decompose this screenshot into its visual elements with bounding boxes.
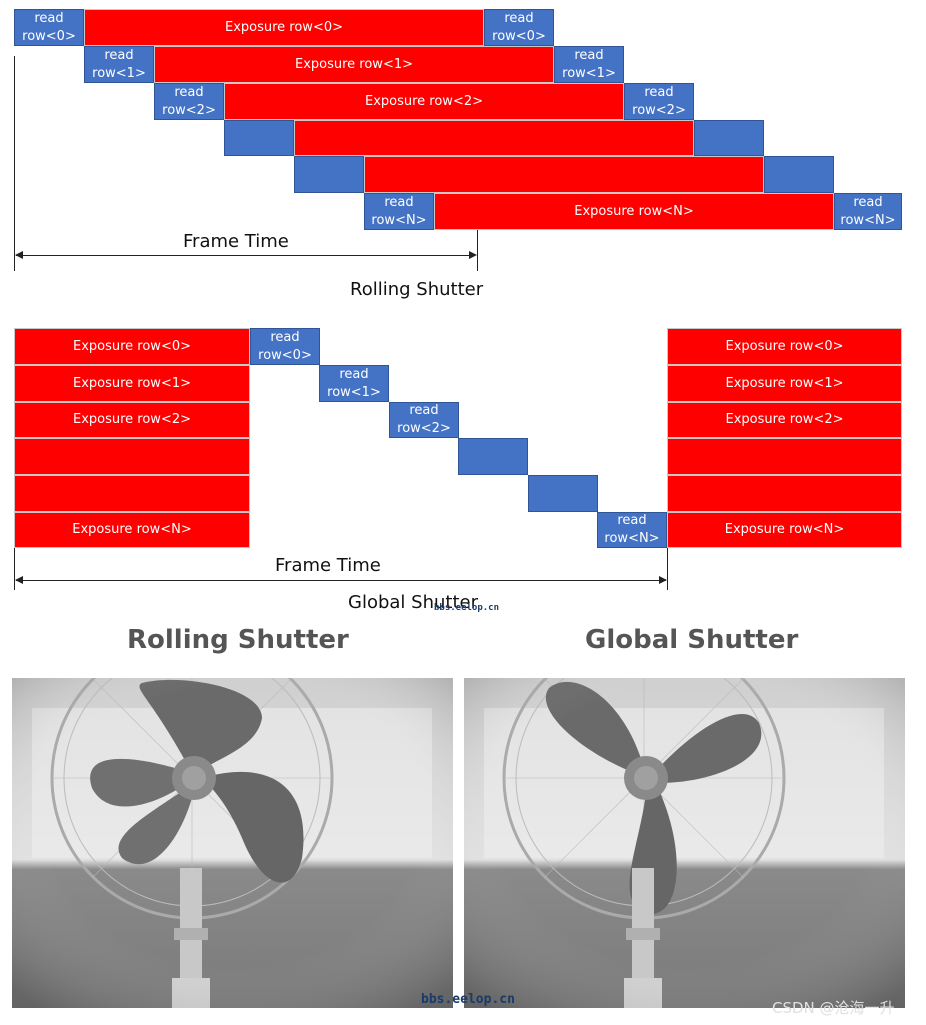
global-exposure-right-3 xyxy=(667,438,902,475)
rolling-frame-end-tick xyxy=(477,230,478,271)
rolling-exposure-label: Exposure row<2> xyxy=(365,93,483,111)
rolling-read-label: read row<0> xyxy=(492,10,546,46)
global-exposure-right-4 xyxy=(667,475,902,512)
rolling-read-block-1-end: read row<1> xyxy=(554,46,624,83)
rolling-exposure-block-n: Exposure row<N> xyxy=(434,193,834,230)
rolling-read-label: read row<1> xyxy=(562,47,616,83)
global-exposure-left-1: Exposure row<1> xyxy=(14,365,250,402)
global-exposure-label: Exposure row<1> xyxy=(73,375,191,393)
rolling-read-block-n-end: read row<N> xyxy=(834,193,902,230)
rolling-exposure-label: Exposure row<0> xyxy=(225,19,343,37)
rolling-exposure-label: Exposure row<1> xyxy=(295,56,413,74)
rolling-exposure-block-4 xyxy=(364,156,764,193)
global-exposure-right-0: Exposure row<0> xyxy=(667,328,902,365)
fan-undistorted-image xyxy=(464,678,905,1008)
global-frame-time-arrow xyxy=(16,580,666,581)
global-read-label: read row<0> xyxy=(258,329,312,365)
global-frame-time-label: Frame Time xyxy=(275,555,381,576)
rolling-caption: Rolling Shutter xyxy=(350,279,483,300)
global-exposure-left-4 xyxy=(14,475,250,512)
rolling-read-label: read row<2> xyxy=(632,84,686,120)
global-exposure-right-1: Exposure row<1> xyxy=(667,365,902,402)
rolling-frame-time-label: Frame Time xyxy=(183,231,289,252)
global-read-block-2: read row<2> xyxy=(389,402,459,438)
global-frame-end-tick xyxy=(667,548,668,590)
rolling-frame-start-tick xyxy=(14,56,15,271)
global-exposure-label: Exposure row<1> xyxy=(725,375,843,393)
rolling-read-block-4-start xyxy=(294,156,364,193)
global-exposure-right-n: Exposure row<N> xyxy=(667,512,902,548)
global-read-label: read row<2> xyxy=(397,402,451,438)
rolling-read-block-3-end xyxy=(694,120,764,156)
watermark-text: bbs.eelop.cn xyxy=(434,603,499,613)
rolling-exposure-block-1: Exposure row<1> xyxy=(154,46,554,83)
rolling-read-block-2-end: read row<2> xyxy=(624,83,694,120)
rolling-photo-title: Rolling Shutter xyxy=(127,625,349,655)
rolling-read-block-0-start: read row<0> xyxy=(14,9,84,46)
global-read-label: read row<1> xyxy=(327,366,381,402)
arrow-right-icon xyxy=(469,251,477,259)
global-photo-title: Global Shutter xyxy=(585,625,798,655)
global-exposure-left-n: Exposure row<N> xyxy=(14,512,250,548)
global-exposure-label: Exposure row<0> xyxy=(73,338,191,356)
rolling-read-label: read row<N> xyxy=(840,194,895,230)
global-read-label: read row<N> xyxy=(604,512,659,548)
rolling-exposure-block-3 xyxy=(294,120,694,156)
global-exposure-label: Exposure row<2> xyxy=(725,411,843,429)
global-exposure-left-3 xyxy=(14,438,250,475)
rolling-read-block-1-start: read row<1> xyxy=(84,46,154,83)
rolling-read-label: read row<N> xyxy=(371,194,426,230)
rolling-read-block-3-start xyxy=(224,120,294,156)
global-shutter-fan-photo xyxy=(464,678,905,1008)
rolling-exposure-block-2: Exposure row<2> xyxy=(224,83,624,120)
global-read-block-4 xyxy=(528,475,598,512)
global-exposure-left-2: Exposure row<2> xyxy=(14,402,250,438)
rolling-exposure-label: Exposure row<N> xyxy=(574,203,693,221)
global-read-block-0: read row<0> xyxy=(250,328,320,365)
rolling-exposure-block-0: Exposure row<0> xyxy=(84,9,484,46)
global-exposure-label: Exposure row<N> xyxy=(72,521,191,539)
global-exposure-label: Exposure row<0> xyxy=(725,338,843,356)
csdn-credit-text: CSDN @沧海一升 xyxy=(772,997,895,1018)
global-exposure-left-0: Exposure row<0> xyxy=(14,328,250,365)
global-exposure-label: Exposure row<2> xyxy=(73,411,191,429)
rolling-read-block-0-end: read row<0> xyxy=(484,9,554,46)
global-exposure-right-2: Exposure row<2> xyxy=(667,402,902,438)
rolling-read-label: read row<1> xyxy=(92,47,146,83)
rolling-frame-time-arrow xyxy=(16,255,475,256)
global-read-block-3 xyxy=(458,438,528,475)
rolling-read-block-2-start: read row<2> xyxy=(154,83,224,120)
photo-watermark-text: bbs.eelop.cn xyxy=(421,992,515,1007)
global-read-block-n: read row<N> xyxy=(597,512,667,548)
rolling-read-block-4-end xyxy=(764,156,834,193)
arrow-left-icon xyxy=(15,251,23,259)
global-read-block-1: read row<1> xyxy=(319,365,389,402)
global-exposure-label: Exposure row<N> xyxy=(725,521,844,539)
fan-distorted-image xyxy=(12,678,453,1008)
rolling-read-label: read row<0> xyxy=(22,10,76,46)
rolling-shutter-fan-photo xyxy=(12,678,453,1008)
arrow-right-icon xyxy=(659,576,667,584)
rolling-read-label: read row<2> xyxy=(162,84,216,120)
rolling-read-block-n-start: read row<N> xyxy=(364,193,434,230)
arrow-left-icon xyxy=(15,576,23,584)
